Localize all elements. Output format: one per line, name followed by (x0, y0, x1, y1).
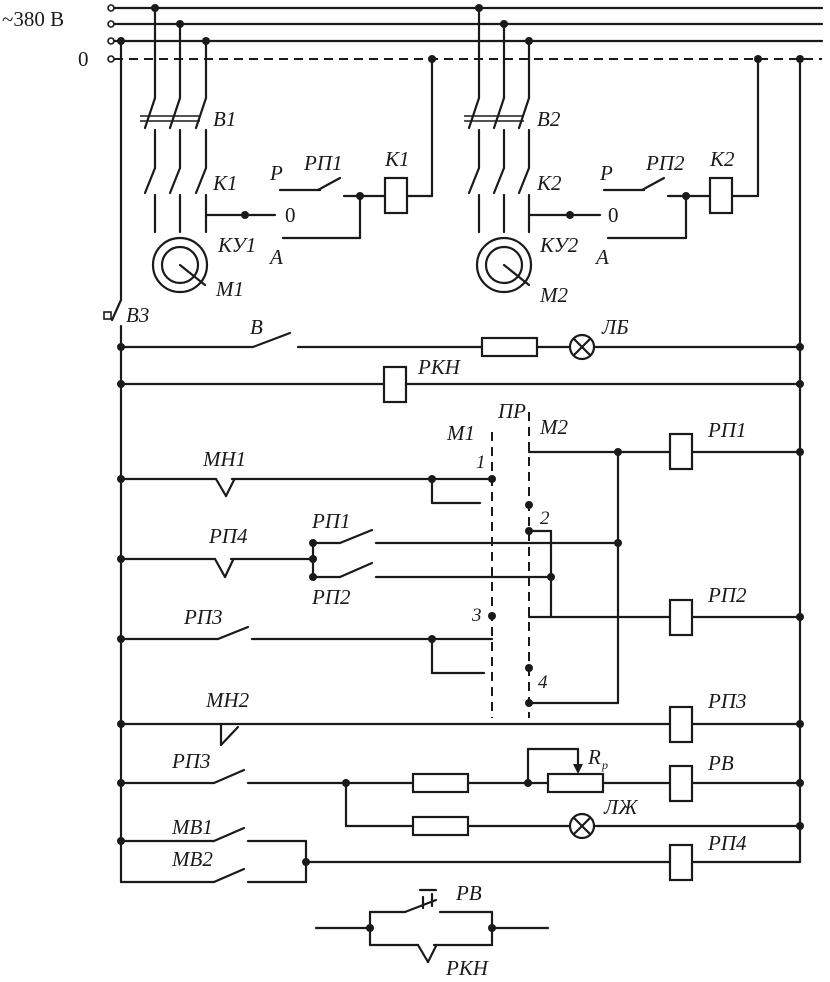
switch-pr (491, 412, 530, 718)
breaker-b1-label: В1 (213, 107, 236, 131)
contact-mv1-label: МВ1 (171, 815, 213, 839)
resistor-rp-subscript: р (601, 758, 608, 772)
contactor-k2-label: К2 (536, 171, 562, 195)
rung-rv-lzh (117, 747, 804, 840)
ku1-pos-zero: 0 (285, 203, 296, 227)
motor-section-1 (140, 4, 436, 294)
coil-rp1-label: РП1 (707, 418, 747, 442)
rp1-contact-top-label: РП1 (303, 151, 343, 175)
coil-rp3-label: РП3 (707, 689, 747, 713)
contactor-k1-label: К1 (212, 171, 237, 195)
pr-pos-3: 3 (471, 605, 482, 626)
selector-ku2-label: КУ2 (539, 233, 579, 257)
rp2-contact-top-label: РП2 (645, 151, 685, 175)
control-right-rail (796, 55, 804, 864)
supply-buses (107, 4, 824, 63)
contact-rv-label: РВ (455, 881, 482, 905)
switch-pr-m1-label: М1 (446, 421, 475, 445)
coil-rv-label: РВ (707, 751, 734, 775)
rung-rp4-rp1-rp2 (117, 501, 622, 619)
contact-mv2-label: МВ2 (171, 847, 213, 871)
contact-rp3-label: РП3 (183, 605, 223, 629)
coil-k2-label: К2 (709, 147, 735, 171)
motor-section-2 (464, 4, 762, 294)
rung-rp3 (117, 705, 804, 747)
bottom-contact-block (314, 888, 550, 964)
rung-rp2 (117, 598, 804, 707)
coil-rkn-label: РКН (417, 355, 462, 379)
pr-pos-1: 1 (476, 452, 486, 473)
contact-rp2-label: РП2 (311, 585, 351, 609)
contact-mn1-label: МН1 (202, 447, 246, 471)
ku2-pos-a: А (594, 245, 609, 269)
breaker-b3-label: В3 (126, 303, 149, 327)
rung-rp4 (117, 826, 802, 884)
supply-voltage-label: ~380 В (2, 7, 64, 31)
motor-m2-label: М2 (539, 283, 568, 307)
selector-ku1-label: КУ1 (217, 233, 256, 257)
contact-rp3-2-label: РП3 (171, 749, 211, 773)
control-left-rail (103, 37, 125, 884)
switch-pr-label: ПР (497, 399, 526, 423)
lamp-lzh-label: ЛЖ (603, 795, 638, 819)
contact-rp1-label: РП1 (311, 509, 351, 533)
switch-b-label: В (250, 315, 263, 339)
neutral-label: 0 (78, 47, 89, 71)
contact-mn2-label: МН2 (205, 688, 250, 712)
coil-k1-label: К1 (384, 147, 409, 171)
lamp-lb-label: ЛБ (601, 315, 629, 339)
contact-rp4-label: РП4 (208, 524, 248, 548)
contact-rkn-label: РКН (445, 956, 490, 980)
breaker-b2-label: В2 (537, 107, 561, 131)
coil-rp2-label: РП2 (707, 583, 747, 607)
ku2-pos-p: Р (599, 161, 613, 185)
coil-rp4-label: РП4 (707, 831, 747, 855)
pr-pos-4: 4 (538, 672, 548, 693)
pr-pos-2: 2 (540, 508, 550, 529)
ku1-pos-a: А (268, 245, 283, 269)
ku1-pos-p: Р (269, 161, 283, 185)
rung-rkn (117, 365, 804, 404)
rung-rp1 (117, 432, 804, 705)
switch-pr-m2-label: М2 (539, 415, 568, 439)
ku2-pos-zero: 0 (608, 203, 619, 227)
rung-lamp-lb (117, 331, 804, 361)
motor-m1-label: М1 (215, 277, 244, 301)
resistor-rp-label: R (587, 745, 601, 769)
